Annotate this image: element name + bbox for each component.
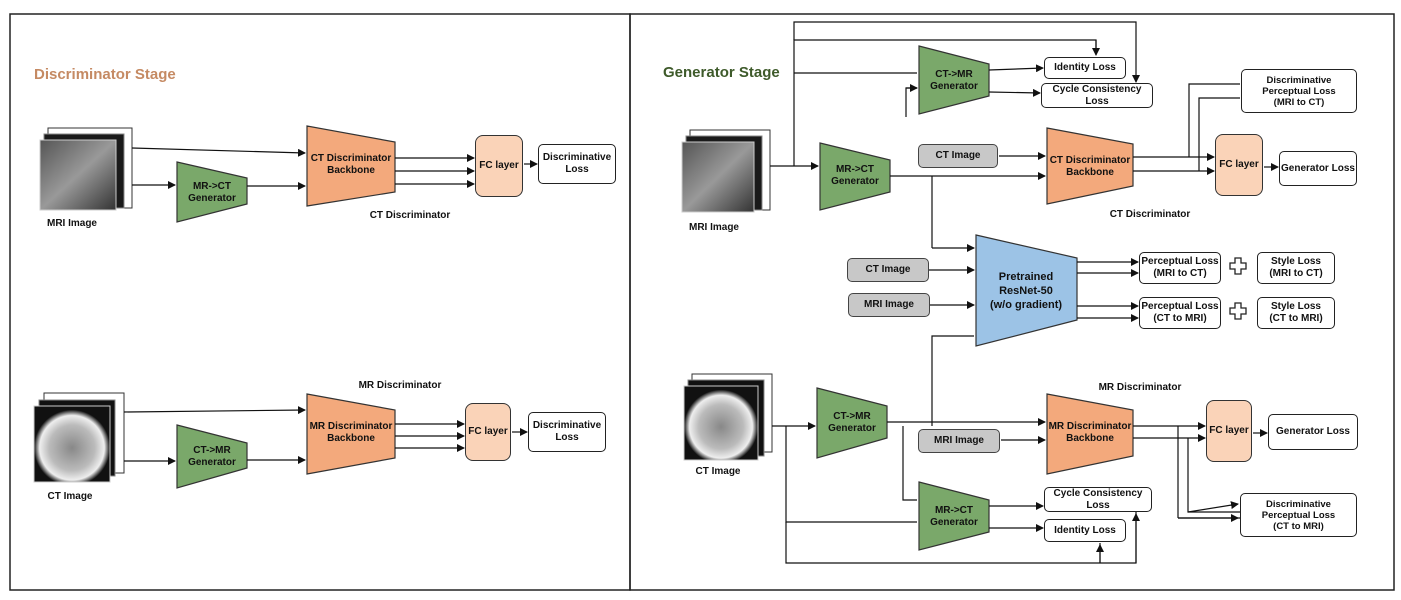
right-mr-ct-bottom-generator-shape (918, 481, 990, 551)
left-bottom-discriminative-loss: Discriminative Loss (528, 412, 606, 452)
left-top-backbone-shape (306, 125, 396, 207)
style-loss-mri-to-ct: Style Loss (MRI to CT) (1257, 252, 1335, 284)
left-mri-image-label: MRI Image (46, 218, 97, 229)
resnet-shape (975, 234, 1078, 347)
right-disc-perceptual-loss-bottom: Discriminative Perceptual Loss (CT to MR… (1240, 493, 1357, 537)
left-panel-border (9, 13, 631, 591)
right-ct-mr-top-generator: CT->MR Generator (930, 69, 978, 92)
right-identity-loss-top: Identity Loss (1044, 57, 1126, 79)
right-mri-image-gray-2: MRI Image (918, 429, 1000, 453)
right-mri-scan-stack (681, 129, 771, 213)
left-ct-image-label: CT Image (47, 491, 93, 502)
left-bottom-generator-shape (176, 424, 248, 489)
left-top-discriminative-loss: Discriminative Loss (538, 144, 616, 184)
right-ct-image-label: CT Image (695, 466, 741, 477)
left-top-generator: MR->CT Generator (188, 181, 236, 204)
right-mr-ct-top-generator-shape (819, 142, 891, 211)
right-ct-discriminator-label: CT Discriminator (1109, 209, 1191, 220)
right-generator-loss-top: Generator Loss (1279, 151, 1357, 186)
perceptual-loss-mri-to-ct: Perceptual Loss (MRI to CT) (1139, 252, 1221, 284)
left-arrows (123, 147, 538, 465)
right-ct-mr-top-generator-shape (918, 45, 990, 115)
right-mr-ct-bottom-generator: MR->CT Generator (930, 505, 978, 528)
right-ct-fc-layer: FC layer (1215, 134, 1263, 196)
left-stage-title: Discriminator Stage (34, 66, 176, 83)
right-mr-discriminator-label: MR Discriminator (1098, 382, 1182, 393)
left-top-fc-layer: FC layer (475, 135, 523, 197)
style-loss-ct-to-mri: Style Loss (CT to MRI) (1257, 297, 1335, 329)
right-mr-backbone: MR Discriminator Backbone (1048, 421, 1132, 444)
right-arrows (770, 21, 1279, 563)
right-disc-perceptual-loss-top: Discriminative Perceptual Loss (MRI to C… (1241, 69, 1357, 113)
perceptual-loss-ct-to-mri: Perceptual Loss (CT to MRI) (1139, 297, 1221, 329)
right-ct-backbone-shape (1046, 127, 1134, 205)
left-ct-scan-stack (33, 392, 125, 483)
left-top-backbone: CT Discriminator Backbone (310, 153, 392, 176)
right-cycle-loss-top: Cycle Consistency Loss (1041, 83, 1153, 108)
right-ct-image-gray: CT Image (918, 144, 998, 168)
right-mri-image-label: MRI Image (688, 222, 739, 233)
right-ct-mr-bottom-generator: CT->MR Generator (828, 411, 876, 434)
left-mri-scan-stack (39, 127, 133, 211)
right-panel-border (629, 13, 1395, 591)
right-ct-backbone: CT Discriminator Backbone (1049, 155, 1131, 178)
left-mr-discriminator-label: MR Discriminator (358, 380, 442, 391)
right-mr-fc-layer: FC layer (1206, 400, 1252, 462)
right-stage-title: Generator Stage (663, 64, 780, 81)
right-mr-ct-top-generator: MR->CT Generator (831, 164, 879, 187)
left-ct-discriminator-label: CT Discriminator (369, 210, 451, 221)
right-ct-image-gray-2: CT Image (847, 258, 929, 282)
left-top-generator-shape (176, 161, 248, 223)
left-bottom-backbone-shape (306, 393, 396, 475)
right-cycle-loss-bottom: Cycle Consistency Loss (1044, 487, 1152, 512)
resnet-label: Pretrained ResNet-50 (w/o gradient) (989, 271, 1063, 311)
left-bottom-backbone: MR Discriminator Backbone (309, 421, 393, 444)
plus-icon (1229, 257, 1247, 275)
right-ct-scan-stack (683, 373, 773, 461)
right-generator-loss-bottom: Generator Loss (1268, 414, 1358, 450)
plus-icon (1229, 302, 1247, 320)
right-mri-image-gray: MRI Image (848, 293, 930, 317)
left-bottom-generator: CT->MR Generator (188, 445, 236, 468)
left-bottom-fc-layer: FC layer (465, 403, 511, 461)
right-ct-mr-bottom-generator-shape (816, 387, 888, 459)
right-mr-backbone-shape (1046, 393, 1134, 475)
right-identity-loss-bottom: Identity Loss (1044, 519, 1126, 542)
